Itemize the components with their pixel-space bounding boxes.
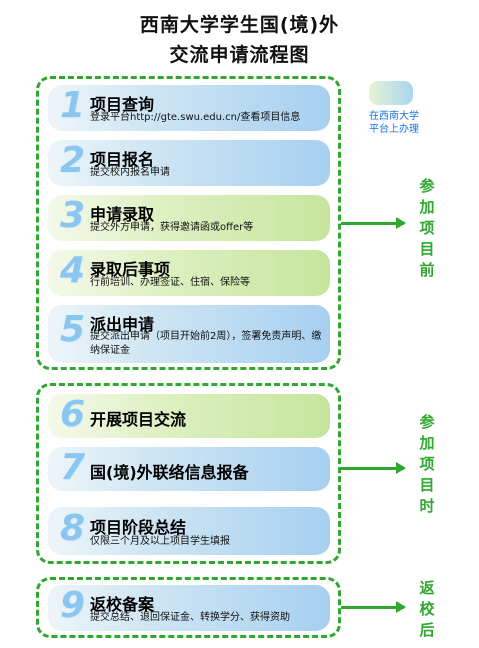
phase-char: 加 — [419, 198, 435, 216]
step-title: 项目查询 — [90, 95, 155, 114]
phase-char: 加 — [419, 434, 435, 452]
step-title: 项目阶段总结 — [90, 518, 187, 537]
step-number: 8 — [60, 508, 86, 549]
phase-char: 前 — [419, 261, 435, 279]
step-number: 5 — [60, 309, 86, 350]
step-number: 6 — [60, 394, 86, 435]
arrow-phase-before — [341, 217, 406, 229]
phase-label-after: 返 校 后 — [412, 578, 442, 641]
step-description: 提交总结、退回保证金、转换学分、获得资助 — [90, 612, 290, 623]
step-title: 项目报名 — [90, 150, 155, 169]
phase-char: 目 — [419, 240, 435, 258]
step-8: 8 项目阶段总结 仅限三个月及以上项目学生填报 — [48, 507, 330, 555]
step-description: 提交校内报名申请 — [90, 167, 170, 178]
step-5: 5 派出申请 提交派出申请（项目开始前2周），签署免责声明、缴纳保证金 — [48, 305, 330, 363]
phase-char: 参 — [419, 177, 435, 195]
step-description: 提交派出申请（项目开始前2周），签署免责声明、缴纳保证金 — [90, 331, 322, 356]
step-4: 4 录取后事项 行前培训、办理签证、住宿、保险等 — [48, 250, 330, 296]
phase-char: 目 — [419, 476, 435, 494]
step-number: 1 — [60, 85, 86, 126]
step-2: 2 项目报名 提交校内报名申请 — [48, 140, 330, 186]
legend-label-line-2: 平台上办理 — [369, 124, 419, 135]
step-7: 7 国(境)外联络信息报备 — [48, 447, 330, 491]
step-number: 3 — [60, 195, 86, 236]
phase-group-after — [36, 577, 341, 638]
arrow-phase-after — [341, 601, 406, 613]
step-number: 2 — [60, 140, 86, 181]
phase-char: 参 — [419, 413, 435, 431]
step-1: 1 项目查询 登录平台http://gte.swu.edu.cn/查看项目信息 — [48, 85, 330, 131]
step-number: 4 — [60, 250, 86, 291]
step-description: 登录平台http://gte.swu.edu.cn/查看项目信息 — [90, 112, 301, 123]
phase-group-before — [36, 76, 341, 370]
step-3: 3 申请录取 提交外方申请，获得邀请函或offer等 — [48, 195, 330, 241]
phase-char: 返 — [419, 579, 435, 597]
title-line-2: 交流申请流程图 — [169, 44, 310, 66]
legend-swatch — [369, 81, 413, 105]
phase-char: 项 — [419, 219, 435, 237]
phase-char: 项 — [419, 455, 435, 473]
step-description: 行前培训、办理签证、住宿、保险等 — [90, 277, 250, 288]
phase-char: 后 — [419, 621, 435, 639]
phase-group-during — [36, 383, 341, 564]
step-title: 录取后事项 — [90, 260, 171, 279]
step-number: 9 — [60, 585, 86, 626]
step-title: 返校备案 — [90, 595, 155, 614]
phase-label-during: 参 加 项 目 时 — [412, 412, 442, 517]
legend-label: 在西南大学 平台上办理 — [354, 110, 434, 136]
arrow-phase-during — [341, 462, 406, 474]
phase-char: 校 — [419, 600, 435, 618]
step-description: 提交外方申请，获得邀请函或offer等 — [90, 222, 254, 233]
step-title: 国(境)外联络信息报备 — [90, 463, 249, 482]
phase-char: 时 — [419, 497, 435, 515]
title-line-1: 西南大学学生国(境)外 — [139, 14, 340, 36]
step-6: 6 开展项目交流 — [48, 394, 330, 438]
step-9: 9 返校备案 提交总结、退回保证金、转换学分、获得资助 — [48, 585, 330, 631]
legend-label-line-1: 在西南大学 — [369, 111, 419, 122]
step-title: 申请录取 — [90, 205, 155, 224]
phase-label-before: 参 加 项 目 前 — [412, 176, 442, 281]
step-title: 开展项目交流 — [90, 410, 187, 429]
step-title: 派出申请 — [90, 315, 155, 334]
step-description: 仅限三个月及以上项目学生填报 — [90, 536, 230, 547]
step-number: 7 — [60, 447, 86, 488]
